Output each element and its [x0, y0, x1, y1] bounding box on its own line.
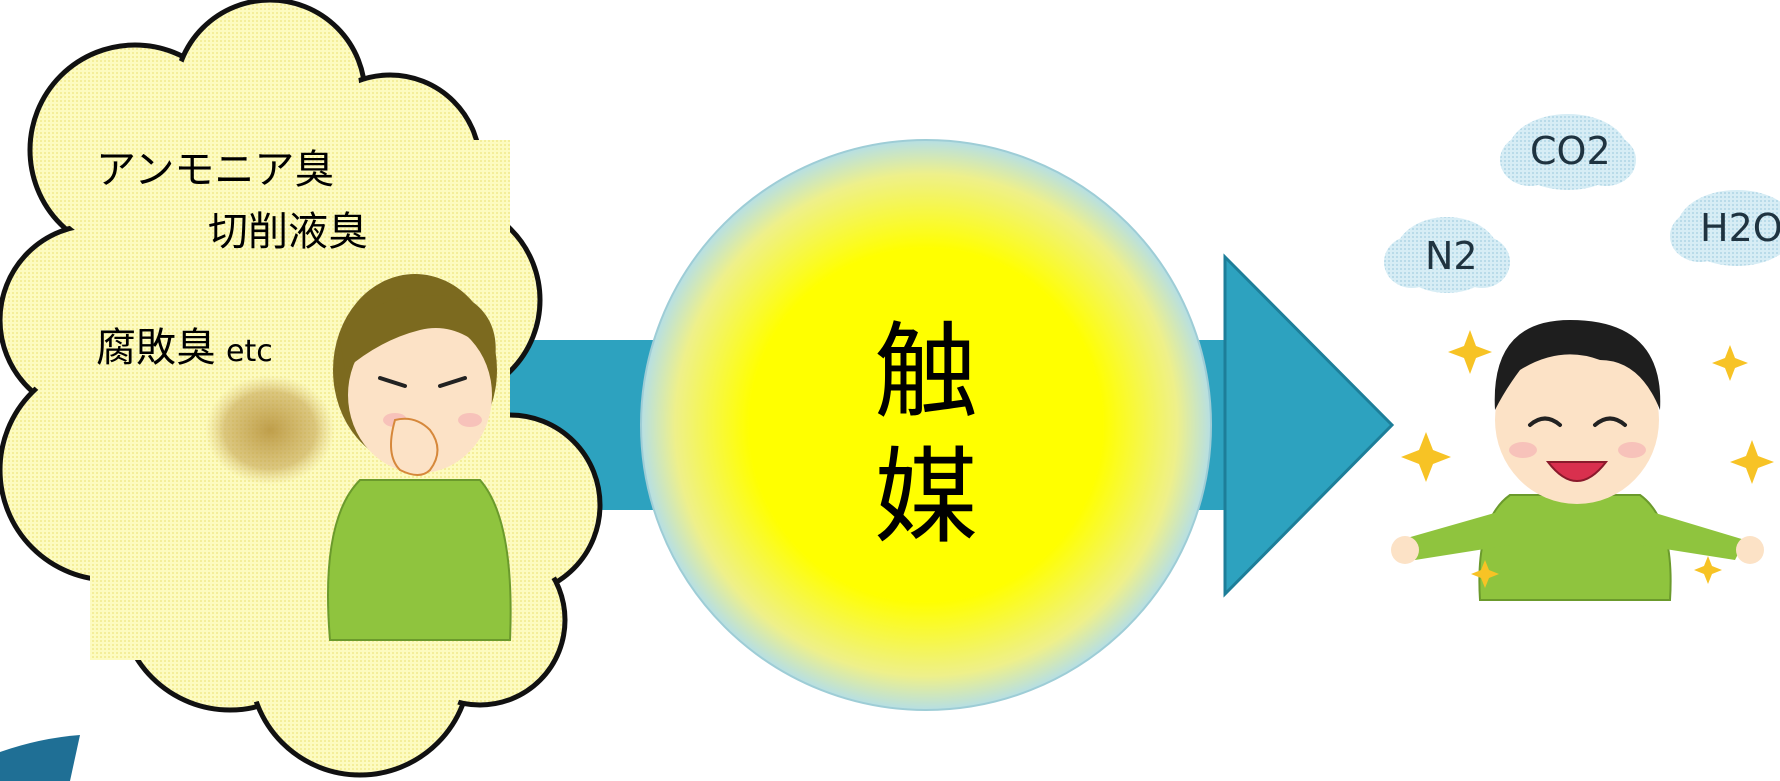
sparkles — [1401, 330, 1774, 588]
happy-man — [1391, 320, 1764, 601]
catalyst-label: 触 媒 — [866, 310, 986, 560]
gas-cloud-h2o — [1670, 190, 1780, 266]
odor-label-etc: etc — [226, 334, 273, 369]
corner-decoration — [0, 735, 80, 781]
gas-cloud-n2 — [1384, 217, 1510, 293]
catalyst-char-1: 触 — [873, 311, 978, 433]
gas-label-co2: CO2 — [1530, 129, 1611, 173]
frowning-man — [327, 274, 512, 641]
odor-cloud — [0, 0, 603, 778]
gas-cloud-co2 — [1500, 114, 1636, 190]
odor-label-decay: 腐敗臭 etc — [96, 328, 273, 368]
gas-label-n2: N2 — [1425, 234, 1478, 278]
odor-label-decay-text: 腐敗臭 — [96, 325, 216, 371]
odor-label-ammonia: アンモニア臭 — [96, 147, 335, 193]
smell-puff — [205, 375, 335, 485]
catalyst-sphere — [640, 139, 1212, 711]
odor-label-cutting-fluid: 切削液臭 — [208, 209, 368, 255]
catalyst-char-2: 媒 — [873, 435, 978, 558]
gas-label-h2o: H2O — [1700, 206, 1780, 250]
